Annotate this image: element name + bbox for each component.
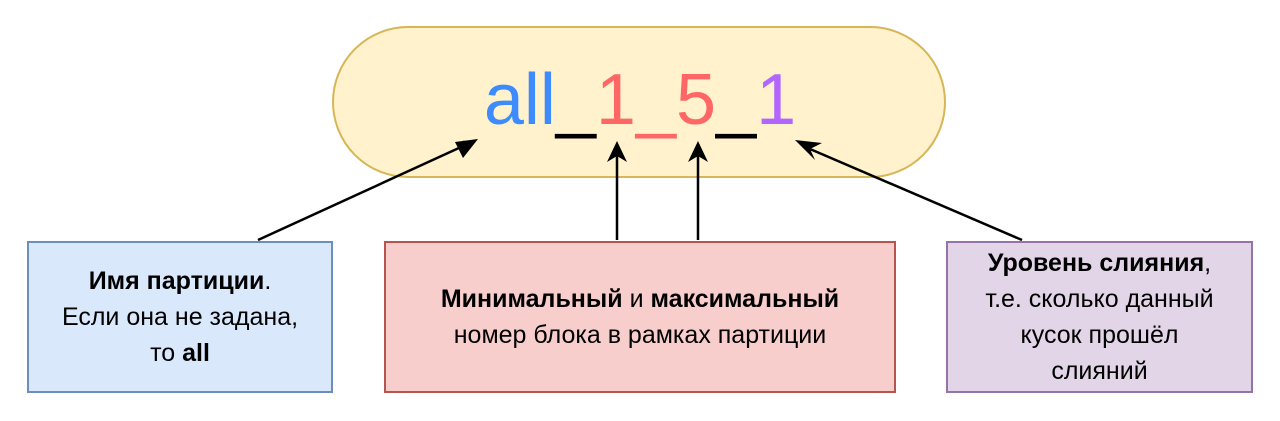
part-name-label: all_1_5_1 [0, 64, 1280, 136]
part-segment-max-block: 5 [676, 60, 717, 140]
text: , [1204, 249, 1212, 277]
bold-text: максимальный [650, 285, 840, 313]
box-line: слияний [1051, 357, 1148, 385]
box-line: Имя партиции. [89, 263, 272, 299]
box-line: кусок прошёл [1020, 321, 1179, 349]
bold-text: Минимальный [440, 285, 623, 313]
part-segment-partition: all [483, 60, 556, 140]
part-separator: _ [635, 60, 677, 140]
part-segment-min-block: 1 [595, 60, 636, 140]
block-range-box: Минимальный и максимальный номер блока в… [384, 241, 896, 393]
box-line: Если она не задана, [61, 303, 299, 331]
partition-name-box: Имя партиции. Если она не задана, то all [27, 241, 333, 393]
box-line: Уровень слияния, [988, 245, 1211, 281]
merge-level-box: Уровень слияния, т.е. сколько данный кус… [946, 241, 1253, 393]
text: . [264, 267, 272, 295]
bold-text: Уровень слияния [987, 249, 1205, 277]
bold-text: Имя партиции [88, 267, 265, 295]
text: и [622, 285, 651, 313]
part-separator: _ [555, 60, 596, 140]
text: то [150, 339, 183, 367]
box-line: Минимальный и максимальный [441, 281, 839, 317]
box-line: то all [150, 335, 210, 371]
part-segment-merge-level: 1 [756, 60, 797, 140]
part-separator: _ [716, 60, 757, 140]
box-line: номер блока в рамках партиции [453, 321, 827, 349]
bold-text: all [182, 339, 210, 367]
box-line: т.е. сколько данный [985, 285, 1214, 313]
